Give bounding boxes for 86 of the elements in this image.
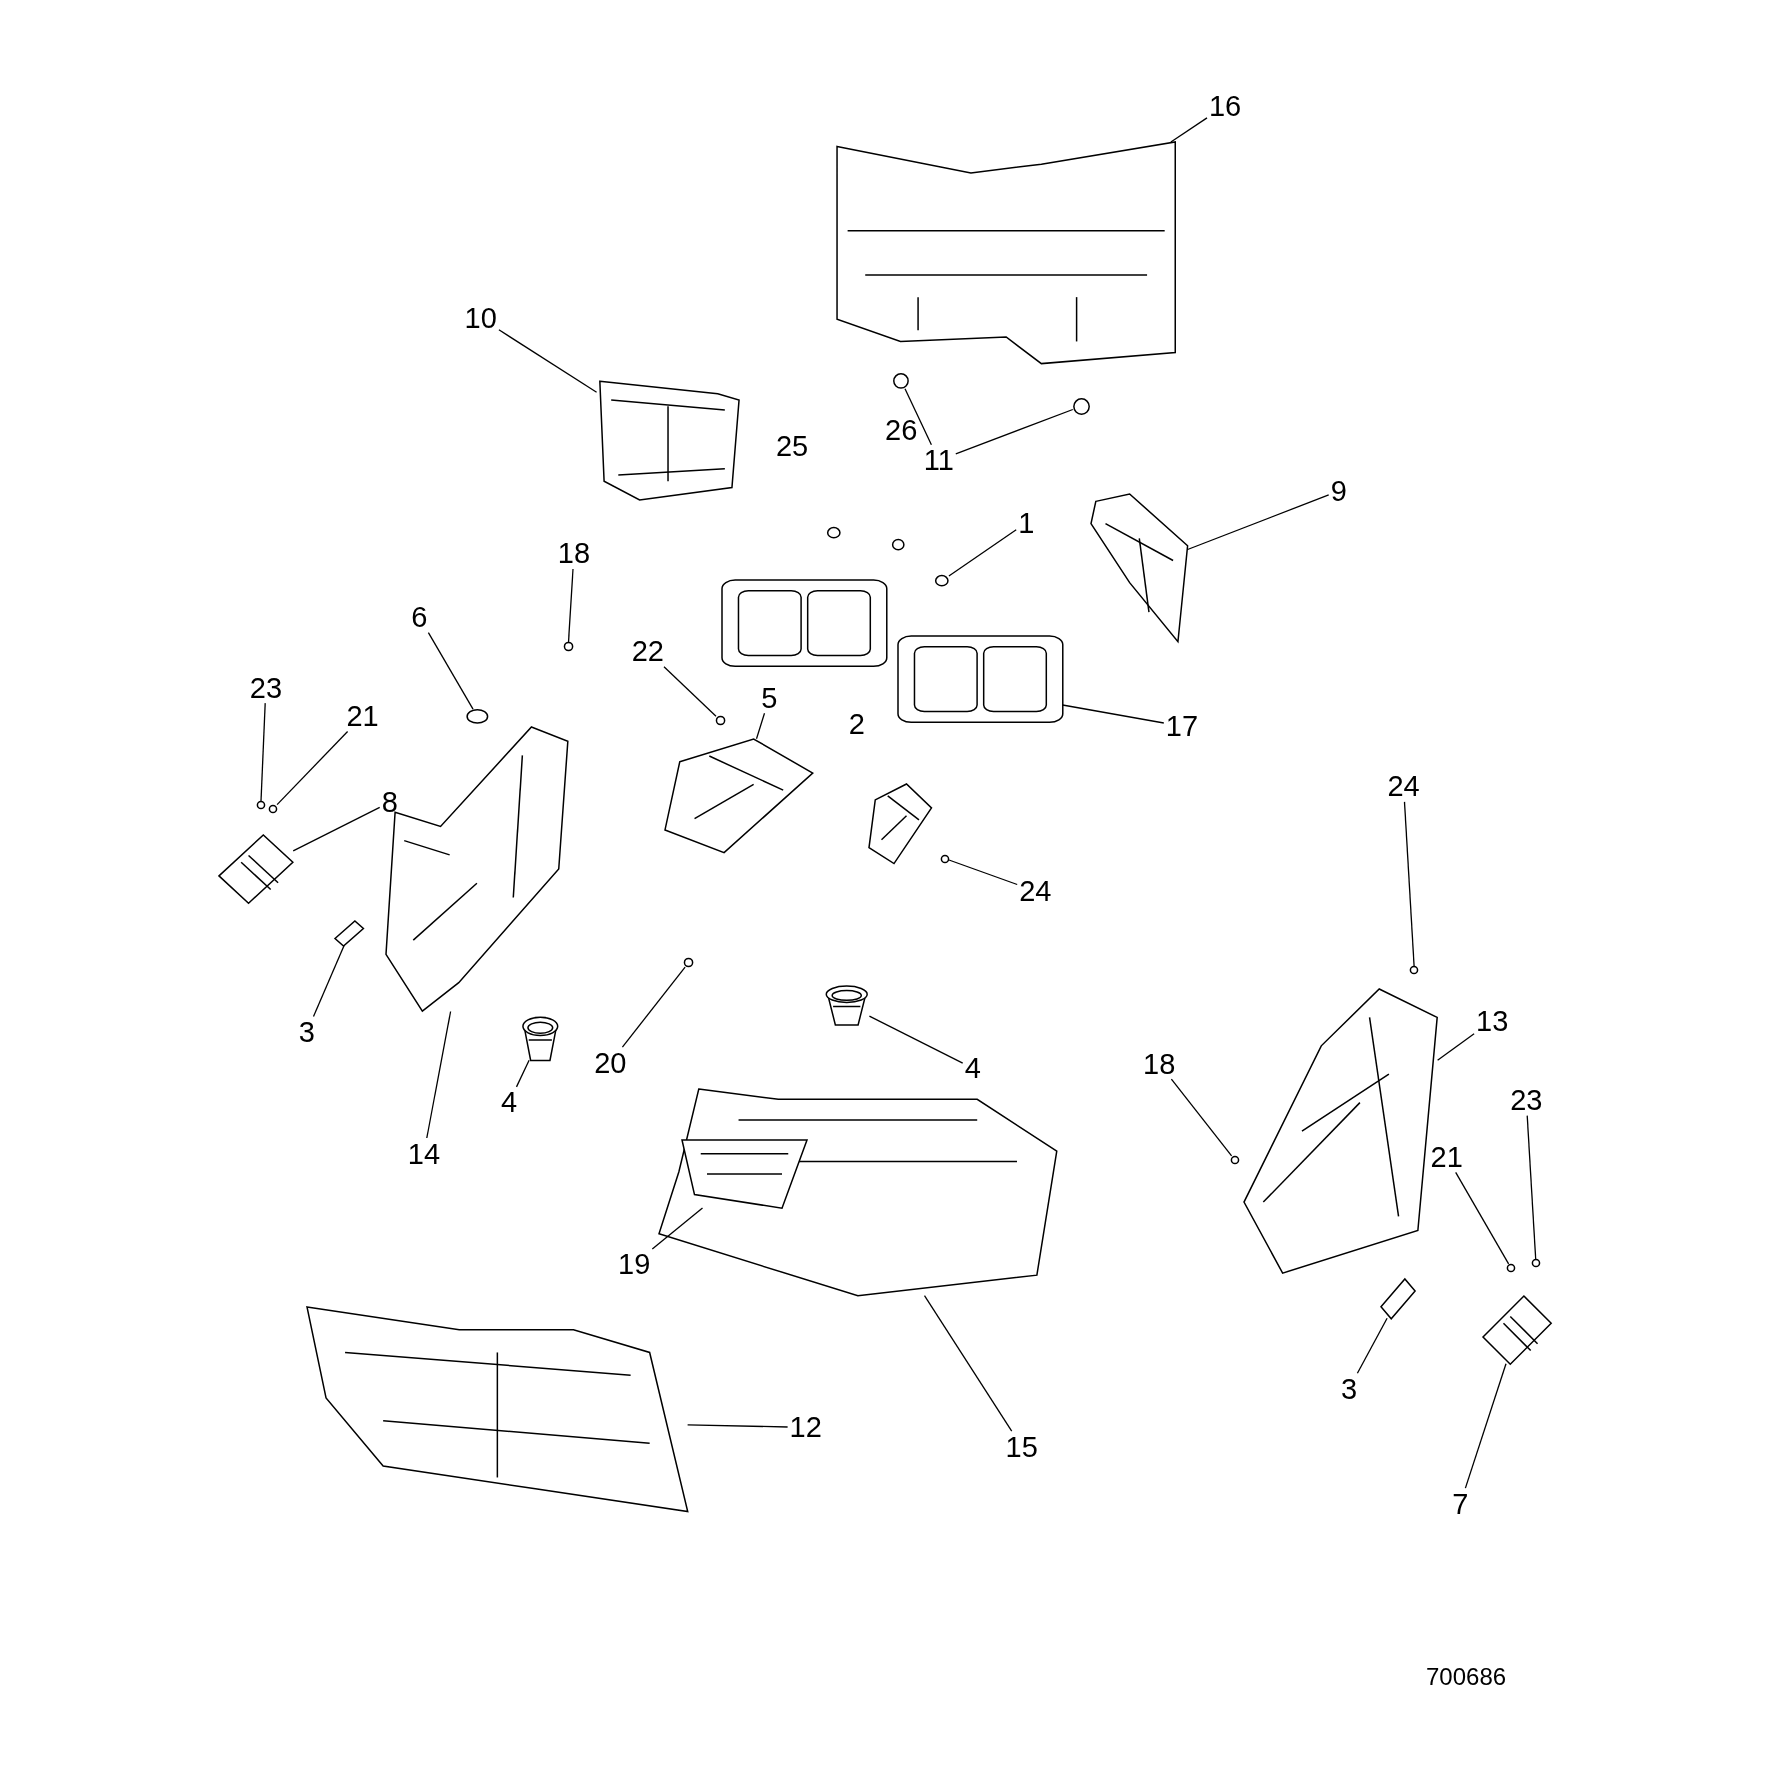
callout-number: 7	[1450, 1488, 1471, 1520]
leader-line	[1464, 1363, 1507, 1489]
callout-number: 14	[405, 1138, 443, 1169]
callout-number: 16	[1207, 90, 1244, 122]
leader-line	[663, 666, 717, 717]
clip-icon	[465, 709, 489, 724]
console-drawing	[664, 738, 813, 853]
screw-icon	[941, 854, 949, 863]
callout-number: 9	[1328, 475, 1349, 507]
leader-line	[292, 806, 381, 852]
floor-panel-drawing	[659, 1088, 1057, 1296]
leader-line	[567, 568, 574, 643]
leader-line	[1436, 1033, 1475, 1061]
callout-number: 15	[1003, 1431, 1040, 1463]
callout-number: 18	[1141, 1048, 1178, 1080]
drawing-number: 700686	[1425, 1661, 1508, 1692]
callout-number: 19	[616, 1248, 653, 1280]
screw-icon	[1531, 1259, 1540, 1268]
callout-number: 4	[962, 1052, 983, 1084]
leader-line	[1455, 1171, 1510, 1265]
callout-number: 23	[247, 672, 285, 704]
leader-line	[1170, 1078, 1233, 1157]
side-panel-drawing	[1091, 494, 1188, 643]
screw-icon	[1506, 1263, 1515, 1272]
leader-line	[1356, 1317, 1388, 1374]
leader-line	[1403, 801, 1415, 967]
cup-holder-icon	[520, 1014, 560, 1061]
leader-line	[923, 1294, 1013, 1432]
cup-holder-icon	[823, 984, 870, 1026]
leader-line	[948, 529, 1017, 577]
callout-number: 17	[1163, 710, 1201, 742]
callout-number: 12	[787, 1411, 824, 1443]
callout-number: 24	[1017, 875, 1054, 907]
leader-line	[955, 408, 1074, 455]
callout-number: 3	[296, 1016, 317, 1048]
leader-line	[1170, 117, 1208, 143]
floor-mat-drawing	[681, 1139, 807, 1209]
leader-line	[427, 631, 474, 710]
leader-line	[868, 1015, 964, 1064]
callout-number: 23	[1508, 1084, 1545, 1116]
leader-line	[755, 712, 766, 740]
leader-line	[312, 944, 345, 1018]
callout-number: 20	[592, 1047, 629, 1079]
callout-number: 21	[344, 700, 381, 732]
nut-icon	[893, 372, 910, 389]
nut-icon	[1072, 397, 1090, 415]
callout-number: 18	[555, 537, 593, 569]
screw-icon	[563, 642, 573, 652]
callout-number: 22	[629, 635, 666, 667]
leader-line	[621, 966, 686, 1048]
screw-icon	[715, 715, 726, 726]
leader-line	[948, 859, 1018, 886]
callout-number: 1	[1016, 507, 1037, 539]
screw-icon	[684, 958, 694, 968]
callout-number: 2	[847, 708, 866, 740]
callout-number: 11	[921, 444, 956, 476]
strap-icon	[1380, 1278, 1415, 1319]
leader-line	[1526, 1114, 1537, 1260]
screw-icon	[1230, 1155, 1239, 1164]
leader-line	[1186, 494, 1330, 551]
leader-line	[260, 702, 266, 802]
callout-number: 10	[462, 302, 499, 334]
leader-line	[1061, 704, 1165, 724]
leader-line	[515, 1059, 530, 1088]
leader-line	[686, 1424, 789, 1428]
leader-line	[904, 388, 933, 446]
screw-icon	[256, 801, 265, 810]
leader-line	[276, 730, 349, 806]
callout-number: 25	[775, 430, 810, 461]
leader-line	[426, 1010, 452, 1139]
leader-line	[498, 329, 598, 393]
callout-number: 26	[884, 414, 919, 446]
screw-icon	[269, 804, 278, 813]
callout-number: 24	[1385, 770, 1422, 802]
step-plate-drawing	[1483, 1295, 1552, 1364]
callout-number: 21	[1428, 1141, 1465, 1173]
callout-number: 3	[1338, 1373, 1360, 1405]
screw-icon	[1410, 966, 1419, 974]
strap-icon	[335, 920, 364, 946]
grommet-icon	[935, 575, 949, 587]
step-plate-drawing	[219, 835, 294, 904]
callout-number: 8	[379, 786, 400, 818]
callout-number: 4	[499, 1086, 520, 1118]
callout-number: 6	[409, 601, 430, 633]
callout-number: 5	[759, 682, 780, 714]
callout-number: 13	[1474, 1005, 1511, 1037]
